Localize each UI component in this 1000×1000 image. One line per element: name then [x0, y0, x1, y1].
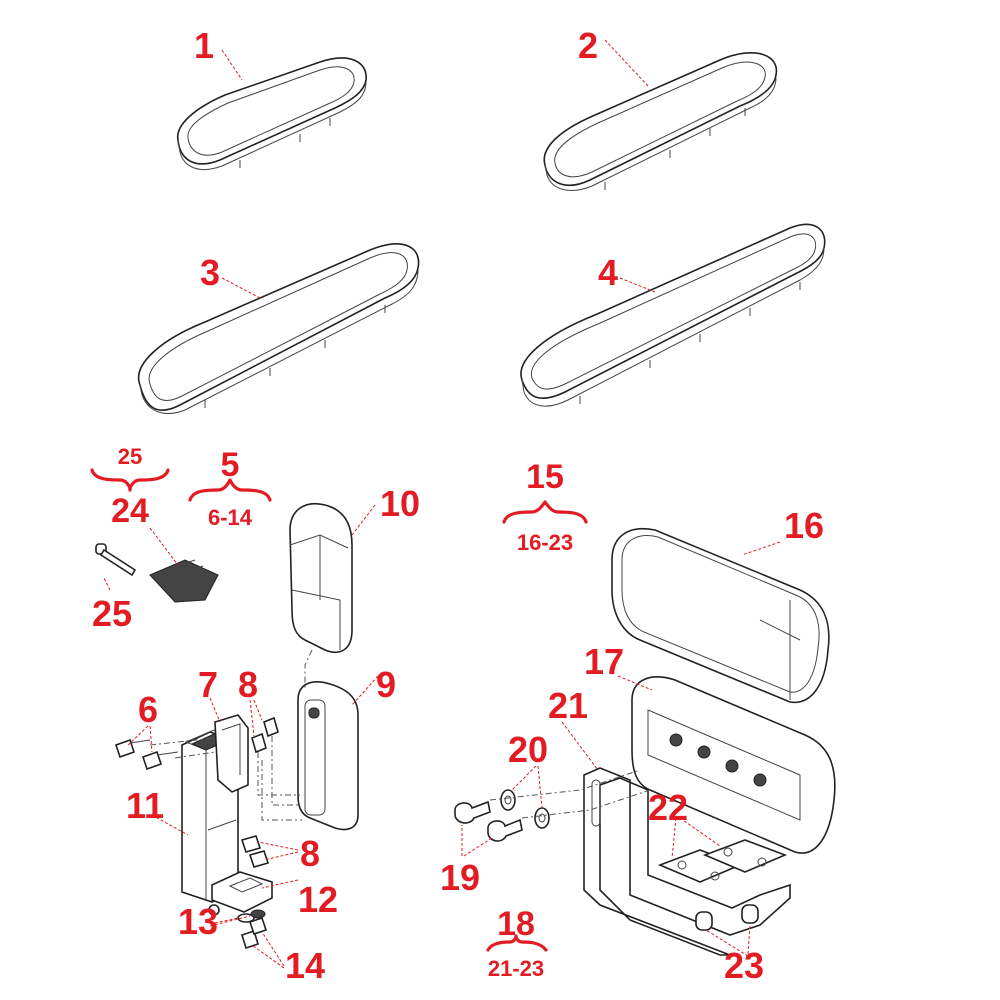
- label-17: 17: [584, 641, 624, 682]
- clip-24: [149, 559, 219, 603]
- label-15-range: 16-23: [517, 530, 573, 555]
- label-5: 5: [221, 446, 240, 484]
- bolts-19: [454, 800, 523, 842]
- leader-12: [261, 879, 299, 889]
- label-15: 15: [526, 458, 564, 496]
- leader-7: [209, 697, 221, 723]
- label-16: 16: [784, 505, 824, 546]
- pad-base-17: [631, 676, 836, 854]
- label-10: 10: [380, 483, 420, 524]
- leader-20: [511, 765, 543, 809]
- leader-24: [149, 527, 179, 566]
- armrest-pad-3: [137, 243, 420, 414]
- label-2: 2: [578, 25, 598, 66]
- pad-16: [611, 528, 830, 704]
- label-13: 13: [178, 901, 218, 942]
- leader-6: [127, 725, 153, 753]
- leader-4: [619, 277, 656, 293]
- end-cap-10: [289, 503, 353, 654]
- leader-9: [351, 675, 379, 706]
- label-20: 20: [508, 729, 548, 770]
- label-7: 7: [198, 664, 218, 705]
- base-plate-12: [211, 871, 273, 913]
- brace-15: [502, 500, 588, 524]
- leader-14: [251, 931, 285, 969]
- label-25: 25: [92, 593, 132, 634]
- screws-6: [114, 738, 179, 771]
- leader-19: [461, 825, 493, 857]
- axis-9-10: [304, 649, 313, 690]
- housing-9: [297, 681, 359, 831]
- label-8-top: 8: [238, 664, 258, 705]
- label-11: 11: [126, 785, 164, 826]
- leader-2: [604, 39, 649, 87]
- label-5-range: 6-14: [208, 505, 253, 530]
- bolts-14: [241, 916, 268, 950]
- label-6: 6: [138, 689, 158, 730]
- label-19: 19: [440, 857, 480, 898]
- feet-23: [695, 904, 759, 931]
- label-4: 4: [598, 252, 618, 293]
- bracket-7: [214, 714, 249, 793]
- bolt-25: [95, 543, 137, 577]
- leader-11: [151, 814, 189, 836]
- leader-21: [561, 721, 599, 771]
- label-3: 3: [200, 252, 220, 293]
- leader-22: [671, 817, 721, 859]
- armrest-pad-1: [177, 57, 367, 170]
- blocks-8-bottom: [240, 835, 270, 868]
- brace-5: [188, 478, 272, 502]
- leader-17: [617, 675, 653, 691]
- leader-3: [221, 277, 261, 299]
- label-14: 14: [285, 945, 325, 986]
- armrest-pad-2: [543, 52, 778, 191]
- washers-13: [208, 904, 266, 923]
- leader-23: [705, 924, 751, 957]
- label-18-range: 21-23: [488, 956, 544, 981]
- axis-8: [257, 736, 302, 821]
- label-22: 22: [648, 787, 688, 828]
- l-bracket-21: [583, 767, 791, 956]
- label-24: 24: [111, 492, 149, 530]
- axis-19-20: [489, 769, 651, 819]
- leader-1: [221, 49, 243, 81]
- brace-24: [90, 468, 170, 492]
- leader-10: [351, 504, 376, 536]
- washers-20: [500, 789, 550, 829]
- leader-16: [741, 541, 781, 556]
- brace-18: [486, 934, 548, 952]
- leader-25: [103, 577, 111, 591]
- blocks-8-top: [251, 716, 279, 754]
- label-25-top: 25: [118, 444, 142, 469]
- armrest-pad-4: [520, 223, 826, 407]
- leader-13: [209, 915, 251, 927]
- label-21: 21: [548, 685, 588, 726]
- label-23: 23: [724, 945, 764, 986]
- label-9: 9: [376, 664, 396, 705]
- axis-6: [149, 737, 216, 759]
- label-12: 12: [298, 879, 338, 920]
- label-1: 1: [194, 25, 214, 66]
- leader-8-bottom: [257, 841, 299, 861]
- leader-8-top: [249, 699, 263, 737]
- label-8-bottom: 8: [300, 833, 320, 874]
